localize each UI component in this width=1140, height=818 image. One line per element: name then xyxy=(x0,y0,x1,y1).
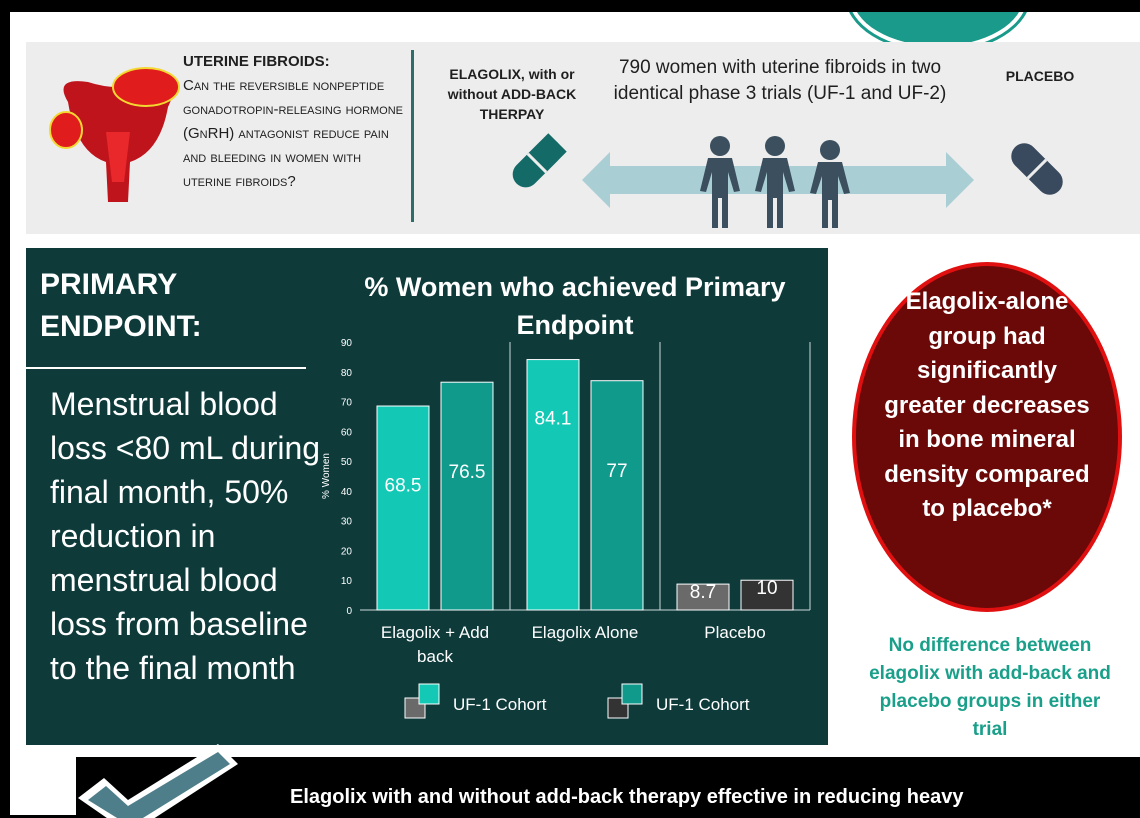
y-tick-label: 50 xyxy=(341,457,353,468)
study-description: 790 women with uterine fibroids in two i… xyxy=(613,57,947,104)
bar-1 xyxy=(376,405,430,611)
y-tick-label: 90 xyxy=(341,338,353,349)
y-tick-label: 10 xyxy=(341,576,353,587)
checkmark-icon xyxy=(78,744,238,818)
y-tick-label: 30 xyxy=(341,517,353,528)
bone-density-ellipse xyxy=(852,262,1122,612)
y-axis-label: % Women xyxy=(321,453,332,499)
chart-title: % Women who achieved Primary Endpoint xyxy=(364,272,786,340)
elagolix-arm-label: ELAGOLIX, with or without ADD-BACK THERP… xyxy=(447,66,577,122)
category-label: back xyxy=(417,647,453,666)
category-label: Placebo xyxy=(704,623,765,642)
legend-swatch-front xyxy=(621,683,643,705)
category-label: Elagolix Alone xyxy=(532,623,639,642)
bar-value-label: 8.7 xyxy=(690,582,716,603)
bar-2 xyxy=(590,380,644,611)
y-tick-label: 80 xyxy=(341,368,353,379)
bar-value-label: 68.5 xyxy=(385,476,422,497)
bottom-left-white xyxy=(26,745,76,815)
primary-endpoint-definition: Menstrual blood loss <80 mL during final… xyxy=(50,386,321,686)
top-border xyxy=(0,0,1140,12)
primary-title-line2: ENDPOINT: xyxy=(40,310,202,343)
y-tick-label: 0 xyxy=(346,606,352,617)
primary-endpoint-panel xyxy=(26,248,330,745)
bar-2 xyxy=(440,381,494,611)
y-tick-label: 20 xyxy=(341,546,353,557)
bar-2 xyxy=(740,579,794,611)
pill-icon-placebo xyxy=(1011,143,1063,195)
research-question: UTERINE FIBROIDS: Can the reversible non… xyxy=(183,50,413,194)
legend-label: UF-1 Cohort xyxy=(453,695,547,714)
primary-endpoint-title: PRIMARY ENDPOINT: xyxy=(22,264,282,348)
bar-value-label: 84.1 xyxy=(535,409,572,430)
bar-1 xyxy=(676,583,730,611)
category-label: Elagolix + Add xyxy=(381,623,489,642)
uterus-icon xyxy=(49,67,180,202)
people-icon xyxy=(700,136,850,228)
legend-swatch-front xyxy=(418,683,440,705)
no-difference-note: No difference between elagolix with add-… xyxy=(869,635,1111,740)
header-band xyxy=(26,42,1140,234)
placebo-arm-label: PLACEBO xyxy=(1005,68,1075,84)
header-divider xyxy=(411,50,414,222)
y-tick-label: 40 xyxy=(341,487,353,498)
conclusion-text: Elagolix with and without add-back thera… xyxy=(290,786,964,808)
conclusion-band xyxy=(76,757,1140,815)
bar-value-label: 77 xyxy=(606,461,627,482)
question-title: UTERINE FIBROIDS: xyxy=(183,53,330,70)
bar-value-label: 76.5 xyxy=(449,462,486,483)
primary-separator xyxy=(26,367,306,369)
question-body: Can the reversible nonpeptide gonadotrop… xyxy=(183,77,404,190)
y-tick-label: 70 xyxy=(341,398,353,409)
primary-title-line1: PRIMARY xyxy=(40,268,178,301)
bar-value-label: 10 xyxy=(756,578,777,599)
bone-density-finding: Elagolix-alone group had significantly g… xyxy=(884,288,1090,522)
primary-endpoint-chart: 0 10 20 30 40 50 60 70 80 90 % Women 68.5 76.5Elagol… xyxy=(321,338,811,719)
y-tick-label: 60 xyxy=(341,427,353,438)
legend-label: UF-1 Cohort xyxy=(656,695,750,714)
bar-1 xyxy=(526,359,580,611)
pill-icon-elagolix xyxy=(512,133,567,188)
